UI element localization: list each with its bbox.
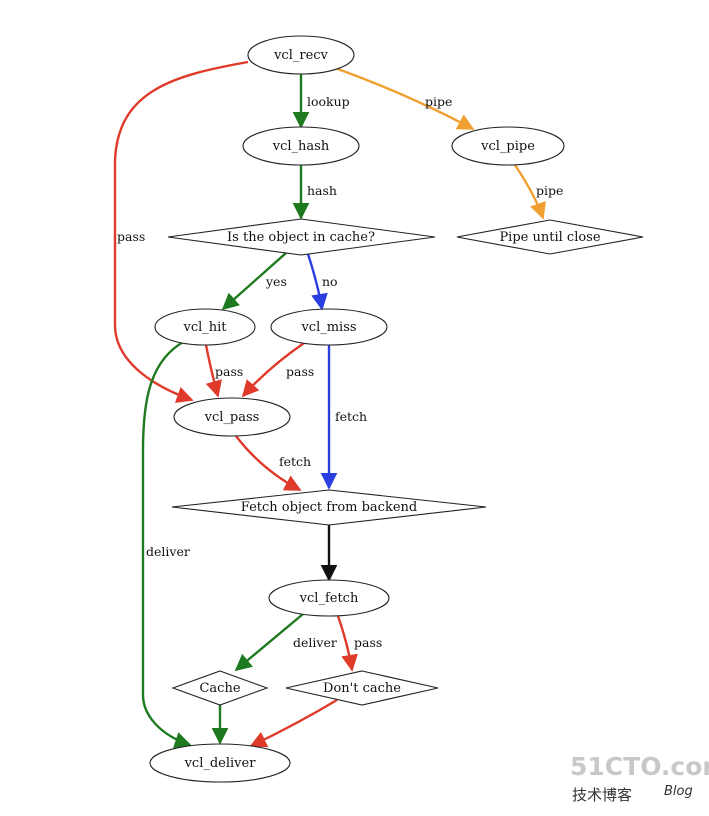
edge-recv-pass [113,60,249,403]
edge-label-pass-recv: pass [117,229,145,244]
edge-fetch-dontcache [336,615,358,672]
node-vcl-pass: vcl_pass [173,397,291,437]
node-fetch-backend-label: Fetch object from backend [241,500,417,515]
edge-miss-pass [241,342,305,398]
watermark-site: 51CTO.com [570,752,709,781]
watermark-blog: Blog [664,784,693,799]
edge-label-lookup: lookup [307,94,350,109]
node-vcl-fetch: vcl_fetch [268,579,390,617]
node-vcl-hit: vcl_hit [154,308,256,346]
node-vcl-deliver: vcl_deliver [149,743,291,783]
edge-hit-pass [204,344,222,398]
node-vcl-recv-label: vcl_recv [273,48,328,63]
edge-label-fetch-miss: fetch [335,409,367,424]
node-vcl-deliver-label: vcl_deliver [184,756,257,771]
edge-hit-deliver [141,339,192,749]
edge-pass-fetch [235,435,302,492]
node-pipe-until-close: Pipe until close [456,219,644,255]
edge-cache-miss [306,253,328,311]
edge-label-pass-hit: pass [215,364,243,379]
edge-label-no: no [322,274,338,289]
edge-label-fetch-pass: fetch [279,454,311,469]
edge-cache-hit [221,252,287,311]
node-vcl-miss: vcl_miss [270,308,388,346]
node-dont-cache-decision: Don't cache [285,670,439,706]
edge-label-hash: hash [307,183,337,198]
node-fetch-from-backend: Fetch object from backend [171,489,487,526]
node-vcl-pipe: vcl_pipe [451,126,565,166]
edge-pipe-close [514,164,546,220]
node-in-cache-label: Is the object in cache? [227,230,375,245]
node-vcl-pass-label: vcl_pass [204,410,260,425]
edge-label-pass-fetch: pass [354,635,382,650]
node-vcl-recv: vcl_recv [247,35,355,75]
node-cache-decision: Cache [171,670,269,706]
edge-label-deliver-fetch: deliver [293,635,337,650]
edge-fetch-deliver [234,613,304,672]
node-pipe-close-label: Pipe until close [499,230,600,245]
node-vcl-hash: vcl_hash [242,126,360,166]
node-dont-cache-label: Don't cache [323,681,401,696]
node-vcl-fetch-label: vcl_fetch [299,591,359,606]
edge-label-pipe-1: pipe [425,94,452,109]
watermark-51cto: 51CTO.com 技术博客 Blog [570,752,709,804]
node-vcl-miss-label: vcl_miss [300,320,356,335]
watermark-subtitle: 技术博客 [572,786,632,804]
edge-label-pass-miss: pass [286,364,314,379]
node-vcl-pipe-label: vcl_pipe [480,139,535,154]
node-vcl-hash-label: vcl_hash [272,139,330,154]
edge-label-pipe-2: pipe [536,183,563,198]
edge-recv-pipe [334,66,475,131]
edge-label-yes: yes [265,274,287,289]
edge-label-deliver-hit: deliver [146,544,190,559]
node-cache-label: Cache [199,681,240,696]
node-in-cache-decision: Is the object in cache? [167,218,436,256]
edge-dontcache-deliver [249,698,338,748]
node-vcl-hit-label: vcl_hit [182,320,227,335]
